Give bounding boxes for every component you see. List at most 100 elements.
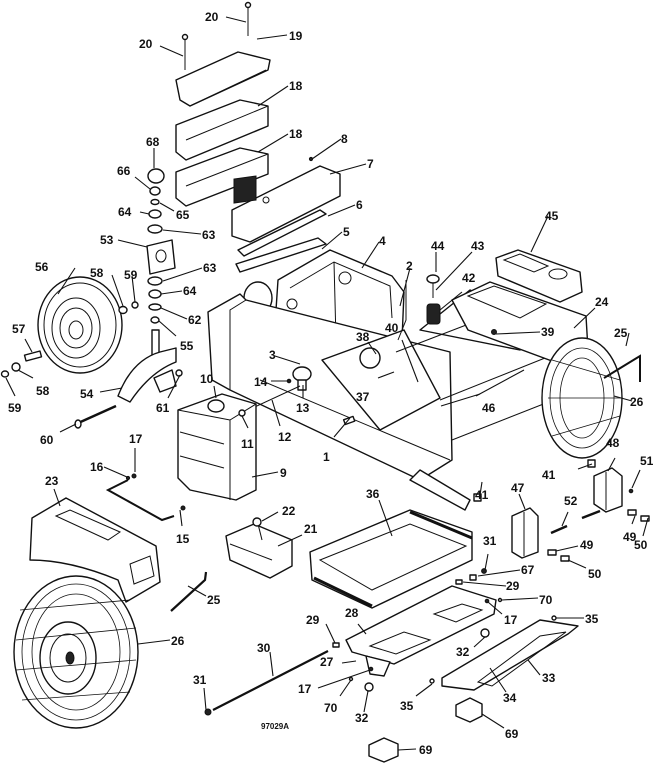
step-frame-33	[441, 619, 579, 691]
callout: 49	[580, 538, 594, 552]
callout: 69	[505, 727, 519, 741]
callout: 66	[117, 164, 131, 178]
callout: 45	[545, 209, 559, 223]
callout: 23	[45, 474, 59, 488]
caster-fork-54	[117, 329, 177, 403]
callout: 40	[385, 321, 399, 335]
callout: 51	[640, 454, 654, 468]
leader-lines	[5, 16, 649, 751]
cap-59-upper	[131, 301, 139, 309]
pin-15-end	[180, 505, 186, 511]
callout: 41	[542, 468, 556, 482]
callout: 17	[298, 682, 312, 696]
callout: 25	[207, 593, 221, 607]
callout: 61	[156, 401, 170, 415]
rod-15	[105, 479, 175, 522]
callout: 31	[483, 534, 497, 548]
pin-17-upper	[131, 473, 137, 479]
callout: 48	[606, 436, 620, 450]
callout: 43	[471, 239, 485, 253]
bushing-49-right	[627, 509, 637, 516]
callout: 67	[521, 563, 535, 577]
cap-59-lower	[0, 370, 10, 378]
callout: 52	[564, 494, 578, 508]
callout: 14	[254, 375, 268, 389]
callout: 39	[541, 325, 555, 339]
nut-31-lower	[204, 708, 212, 716]
callout: 55	[180, 339, 194, 353]
callout: 65	[176, 208, 190, 222]
callout: 58	[90, 266, 104, 280]
screw-35-lower	[429, 678, 435, 684]
callout: 7	[367, 157, 374, 171]
filter-3	[292, 366, 312, 382]
seal-63-lower	[147, 276, 163, 286]
callout: 64	[183, 284, 197, 298]
seal-63-upper	[147, 224, 163, 234]
nut-41-left	[473, 493, 482, 502]
ring-62	[148, 303, 162, 311]
callout: 4	[379, 234, 386, 248]
fitting-11	[238, 409, 246, 417]
pin-70-right	[497, 597, 503, 603]
callout: 26	[630, 395, 644, 409]
callout: 27	[320, 655, 334, 669]
nut-66	[149, 186, 161, 196]
callout: 50	[588, 567, 602, 581]
callout: 5	[343, 225, 350, 239]
callout: 29	[506, 579, 520, 593]
callout: 30	[257, 641, 271, 655]
callout: 32	[456, 645, 470, 659]
callout: 18	[289, 79, 303, 93]
callout: 35	[400, 699, 414, 713]
callout: 26	[171, 634, 185, 648]
callout: 63	[203, 261, 217, 275]
callout: 46	[482, 401, 496, 415]
cover-block-18-lower	[175, 147, 269, 207]
callout: 64	[118, 205, 132, 219]
control-bracket-21	[225, 523, 293, 579]
callout: 32	[355, 711, 369, 725]
fitting-67	[469, 574, 477, 581]
spacer-50-left	[560, 555, 570, 562]
nut-32-lower	[364, 682, 374, 692]
callout: 54	[80, 387, 94, 401]
callout: 15	[176, 532, 190, 546]
rear-wheel-26-left	[13, 575, 139, 729]
block-69-right	[455, 697, 483, 723]
callout: 62	[188, 313, 202, 327]
floor-plate-36	[309, 509, 473, 609]
callout: 70	[324, 701, 338, 715]
callout: 11	[241, 437, 254, 451]
bearing-64-lower	[148, 289, 162, 299]
callout: 38	[356, 330, 370, 344]
callout: 20	[205, 10, 219, 24]
callout: 24	[595, 295, 609, 309]
callout: 19	[289, 29, 303, 43]
callout: 36	[366, 487, 380, 501]
callout: 33	[542, 671, 556, 685]
callout: 29	[306, 613, 320, 627]
fender-23	[29, 497, 161, 603]
callout: 25	[614, 326, 628, 340]
plate-6	[237, 209, 327, 257]
figure-id: 97029A	[261, 722, 289, 731]
screw-35-right	[551, 615, 557, 621]
callout: 35	[585, 612, 599, 626]
fuel-tank-9	[177, 393, 257, 501]
callout-labels: 20 20 19 18 18 8 7 6 5 4 2 44 43 42 45 2…	[8, 10, 654, 757]
callout: 22	[282, 504, 296, 518]
nut-58-upper	[118, 305, 128, 315]
callout: 58	[36, 384, 50, 398]
bracket-47	[511, 507, 539, 559]
belt-2	[397, 280, 407, 341]
callout: 44	[431, 239, 445, 253]
washer-16	[125, 475, 131, 481]
callout: 17	[504, 613, 518, 627]
fitting-61	[175, 369, 183, 377]
callout: 41	[475, 488, 489, 502]
spacer-57	[23, 350, 43, 362]
step-pad-34	[476, 631, 567, 687]
bushing-49-left	[547, 549, 557, 556]
pin-17-right	[484, 598, 490, 604]
